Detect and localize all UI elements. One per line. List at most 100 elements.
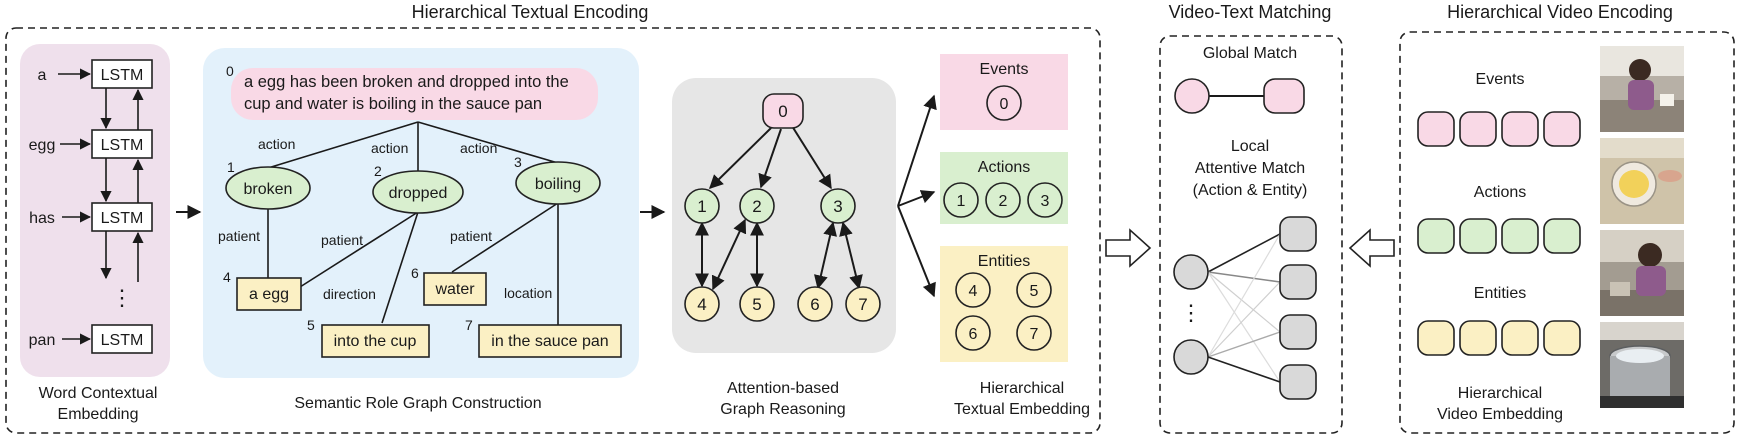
- entity-node-a-egg: 4 a egg: [223, 269, 302, 311]
- actions-label: Actions: [978, 159, 1030, 176]
- reasoning-node-7: 7: [845, 286, 881, 322]
- entity-label: in the sauce pan: [491, 333, 608, 350]
- video-frame-thumbnail: [1600, 46, 1684, 132]
- textual-embedding-caption: Textual Embedding: [954, 401, 1090, 418]
- local-video-node: [1279, 314, 1317, 350]
- video-encoding-title: Hierarchical Video Encoding: [1447, 2, 1673, 22]
- lstm-ellipsis: ⋮: [111, 285, 133, 310]
- verb-node-broken: 1 broken: [225, 159, 311, 210]
- actions-embedding-box: [940, 152, 1068, 224]
- video-actions-label: Actions: [1474, 184, 1526, 201]
- entity-index: 4: [223, 269, 231, 285]
- svg-text:5: 5: [752, 295, 761, 314]
- edge-label-patient: patient: [218, 228, 260, 244]
- video-entities-label: Entities: [1474, 285, 1526, 302]
- hollow-arrow-left: [1348, 228, 1395, 268]
- entities-label: Entities: [978, 253, 1030, 270]
- srg-edges: [267, 121, 559, 325]
- entity-label: a egg: [249, 286, 289, 303]
- verb-index: 1: [227, 159, 235, 175]
- local-video-node: [1279, 364, 1317, 400]
- embedding-arrows: [897, 94, 937, 298]
- textual-encoding-title: Hierarchical Textual Encoding: [412, 2, 649, 22]
- textual-embedding-caption: Hierarchical: [980, 380, 1064, 397]
- global-video-node: [1263, 78, 1305, 114]
- video-embedding-caption: Video Embedding: [1437, 406, 1563, 423]
- video-frame-thumbnail: [1600, 230, 1684, 316]
- video-events-label: Events: [1476, 71, 1525, 88]
- reasoning-node-2: 2: [739, 188, 775, 224]
- video-encoding-frame: [1399, 31, 1735, 434]
- verb-index: 3: [514, 154, 522, 170]
- action-node: 3: [1041, 193, 1050, 210]
- action-node: 1: [957, 193, 966, 210]
- lstm-cell: [91, 129, 153, 159]
- video-frame-thumbnail: [1600, 322, 1684, 408]
- lstm-cell: [91, 59, 153, 89]
- entity-node-water: 6 water: [411, 265, 487, 306]
- edge-label-patient: patient: [450, 228, 492, 244]
- lstm-label: LSTM: [101, 210, 144, 227]
- verb-label: broken: [244, 181, 293, 198]
- svg-text:1: 1: [697, 197, 706, 216]
- word-token: egg: [29, 137, 56, 154]
- local-video-node: [1279, 264, 1317, 300]
- lstm-cell: [91, 324, 153, 354]
- sentence-node: [231, 68, 598, 120]
- sentence-line: a egg has been broken and dropped into t…: [244, 73, 569, 91]
- graph-caption: Graph Reasoning: [720, 401, 845, 418]
- entities-embedding-box: [940, 246, 1068, 362]
- reasoning-node-3: 3: [820, 188, 856, 224]
- local-match-label: Attentive Match: [1195, 160, 1305, 177]
- global-text-node: [1174, 78, 1210, 114]
- video-event-nodes: [1417, 111, 1581, 147]
- verb-node-dropped: 2 dropped: [372, 163, 464, 214]
- entity-node: 5: [1030, 283, 1039, 300]
- entity-node: 7: [1030, 326, 1039, 343]
- textual-encoding-frame: [5, 27, 1101, 434]
- srg-caption: Semantic Role Graph Construction: [294, 395, 541, 412]
- event-node: 0: [1000, 96, 1009, 113]
- video-embedding-caption: Hierarchical: [1458, 385, 1542, 402]
- events-embedding-box: [940, 54, 1068, 130]
- edge-label-action: action: [371, 140, 408, 156]
- entity-index: 5: [307, 317, 315, 333]
- local-match-ellipsis: ⋮: [1180, 300, 1202, 325]
- lstm-label: LSTM: [101, 67, 144, 84]
- entity-node-into-the-cup: 5 into the cup: [307, 317, 430, 358]
- svg-text:6: 6: [810, 295, 819, 314]
- verb-index: 2: [374, 163, 382, 179]
- matching-title: Video-Text Matching: [1169, 2, 1332, 22]
- reasoning-node-6: 6: [797, 286, 833, 322]
- reasoning-node-4: 4: [684, 286, 720, 322]
- local-video-node: [1279, 216, 1317, 252]
- entity-index: 6: [411, 265, 419, 281]
- reasoning-edges: [695, 125, 863, 291]
- hollow-arrow-right: [1105, 228, 1152, 268]
- verb-label: dropped: [389, 185, 448, 202]
- reasoning-node-1: 1: [684, 188, 720, 224]
- edge-label-location: location: [504, 285, 552, 301]
- verb-node-boiling: 3 boiling: [514, 154, 601, 205]
- word-token: a: [38, 67, 47, 84]
- entity-node: 6: [969, 326, 978, 343]
- video-action-nodes: [1417, 218, 1581, 254]
- svg-text:0: 0: [778, 102, 787, 121]
- local-text-node: [1173, 339, 1209, 375]
- svg-text:4: 4: [697, 295, 706, 314]
- edge-label-direction: direction: [323, 286, 376, 302]
- graph-caption: Attention-based: [727, 380, 839, 397]
- entity-node: 4: [969, 283, 978, 300]
- edge-label-action: action: [460, 140, 497, 156]
- svg-text:3: 3: [833, 197, 842, 216]
- lstm-label: LSTM: [101, 332, 144, 349]
- word-embedding-caption: Embedding: [58, 406, 139, 423]
- events-label: Events: [980, 61, 1029, 78]
- word-token: has: [29, 210, 55, 227]
- matching-frame: [1159, 35, 1343, 434]
- action-node: 2: [999, 193, 1008, 210]
- lstm-label: LSTM: [101, 137, 144, 154]
- video-frame-thumbnail: [1600, 138, 1684, 224]
- lstm-cell: [91, 202, 153, 232]
